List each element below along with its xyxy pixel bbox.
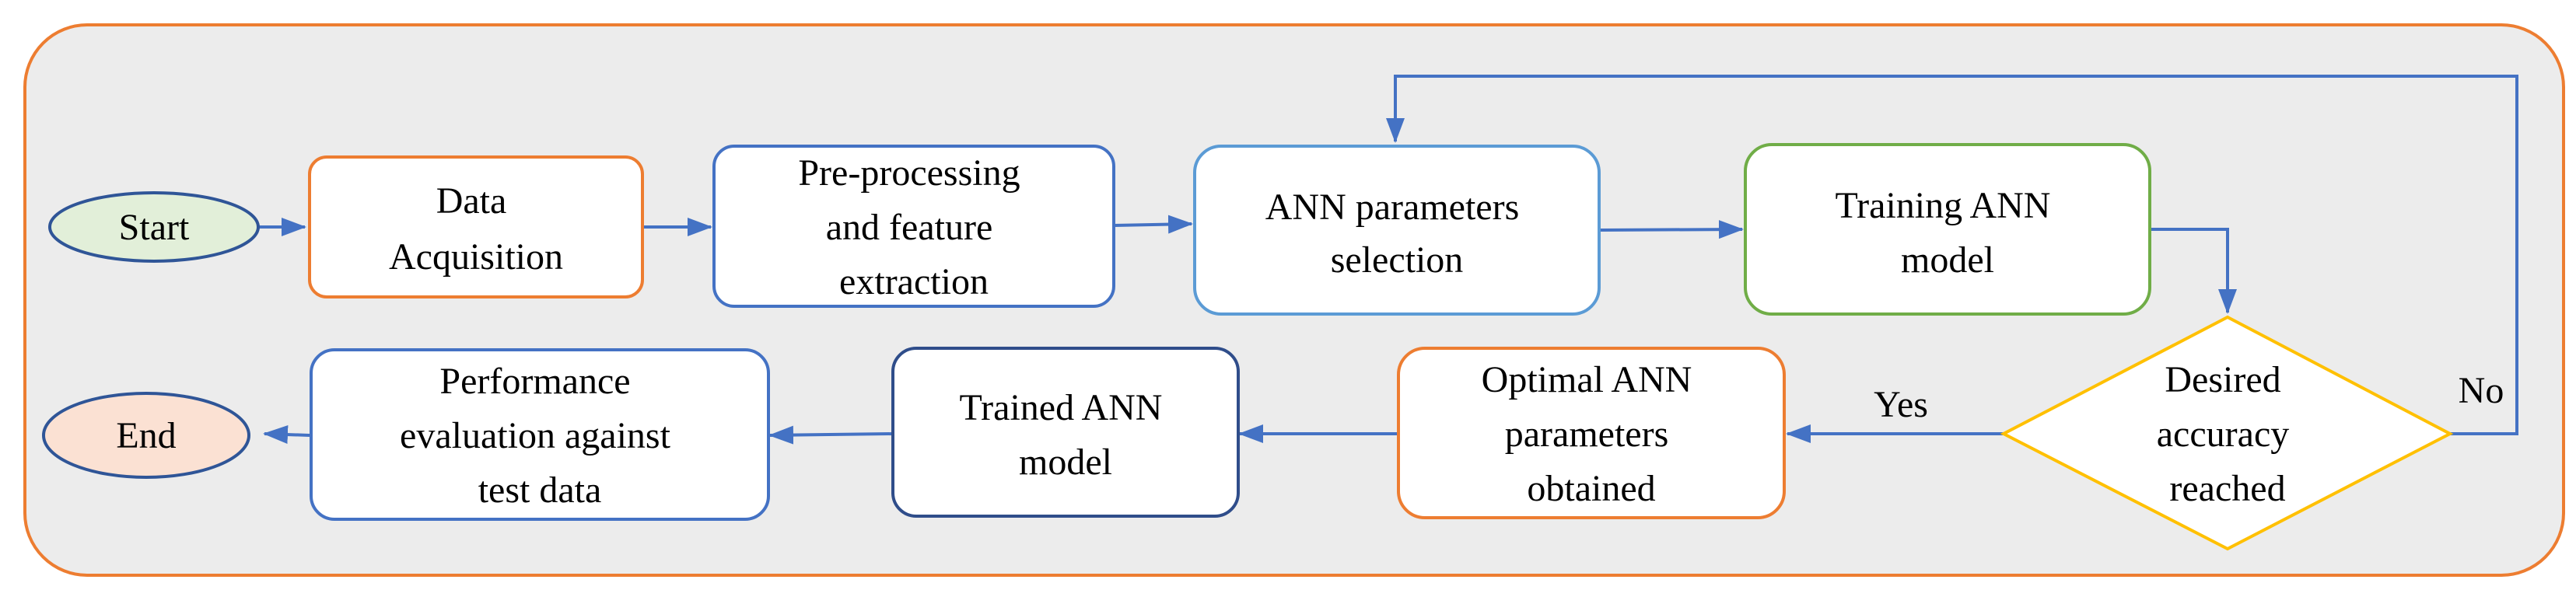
ann-params-box bbox=[1193, 145, 1601, 316]
node-optimal: Optimal ANN parameters obtained bbox=[1397, 347, 1786, 519]
svg-text:Desired accuracy r: Desired accuracy reached bbox=[2157, 359, 2299, 509]
decision-diamond bbox=[2000, 315, 2454, 551]
trained-label-line-1: Trained ANN bbox=[960, 387, 1163, 428]
node-preprocessing: Pre-processing and feature extraction bbox=[712, 145, 1115, 308]
performance-label-line-3: test data bbox=[478, 470, 602, 511]
node-start: Start bbox=[48, 191, 260, 263]
svg-text:ANN parameters selection: ANN parameters selection bbox=[1265, 187, 1529, 281]
svg-text:End: End bbox=[116, 415, 176, 456]
node-end: End bbox=[42, 392, 250, 479]
trained-box bbox=[891, 347, 1240, 518]
edge-label-yes: Yes bbox=[1874, 384, 1928, 425]
data-acquisition-box bbox=[308, 155, 644, 298]
optimal-label-line-1: Optimal ANN bbox=[1482, 359, 1692, 400]
connectors bbox=[258, 75, 2518, 445]
svg-text:Start: Start bbox=[119, 207, 190, 248]
node-training: Training ANN model bbox=[1744, 143, 2151, 316]
training-label-line-1: Training ANN bbox=[1836, 185, 2051, 226]
start-label: Start bbox=[119, 207, 190, 248]
decision-label-line-3: reached bbox=[2169, 468, 2285, 509]
svg-text:Training ANN model: Training ANN model bbox=[1836, 185, 2060, 281]
training-box bbox=[1744, 143, 2151, 316]
performance-label-line-1: Performance bbox=[439, 361, 630, 402]
ann-params-label-line-2: selection bbox=[1331, 239, 1464, 281]
svg-text:Performance evaluation a: Performance evaluation against test data bbox=[400, 361, 680, 511]
node-ann-params: ANN parameters selection bbox=[1193, 145, 1601, 316]
arrow-trained-to-performance bbox=[768, 425, 894, 445]
end-label: End bbox=[116, 415, 176, 456]
optimal-label-line-2: parameters bbox=[1505, 414, 1669, 455]
performance-label-line-2: evaluation against bbox=[400, 415, 671, 456]
svg-text:Optimal ANN parameters: Optimal ANN parameters obtained bbox=[1482, 359, 1702, 509]
svg-text:Data Acquisition: Data Acquisition bbox=[389, 180, 563, 278]
svg-text:Pre-processing and featu: Pre-processing and feature extraction bbox=[798, 152, 1029, 302]
optimal-box bbox=[1397, 347, 1786, 519]
node-trained: Trained ANN model bbox=[891, 347, 1240, 518]
decision-label-line-2: accuracy bbox=[2157, 414, 2290, 455]
preprocessing-label-line-3: extraction bbox=[839, 261, 989, 302]
arrow-preprocessing-to-ann-params bbox=[1113, 215, 1193, 234]
edge-label-no: No bbox=[2459, 370, 2504, 411]
end-oval bbox=[42, 392, 250, 479]
preprocessing-label-line-2: and feature bbox=[826, 207, 993, 248]
decision-label-line-1: Desired bbox=[2165, 359, 2280, 400]
node-performance: Performance evaluation against test data bbox=[310, 348, 770, 521]
ann-params-label-line-1: ANN parameters bbox=[1265, 187, 1520, 228]
arrow-performance-to-end bbox=[263, 425, 310, 445]
preprocessing-box bbox=[712, 145, 1115, 308]
training-label-line-2: model bbox=[1901, 239, 1994, 281]
node-data-acquisition: Data Acquisition bbox=[308, 155, 644, 298]
data-acquisition-label-line-2: Acquisition bbox=[389, 236, 563, 278]
optimal-label-line-3: obtained bbox=[1527, 468, 1655, 509]
start-oval bbox=[48, 191, 260, 263]
svg-text:Trained ANN model: Trained ANN model bbox=[960, 387, 1172, 483]
arrow-training-to-decision bbox=[2150, 228, 2237, 314]
trained-label-line-2: model bbox=[1019, 442, 1112, 483]
node-decision: Desired accuracy reached bbox=[2000, 315, 2454, 551]
performance-box bbox=[310, 348, 770, 521]
preprocessing-label-line-1: Pre-processing bbox=[798, 152, 1020, 194]
arrow-ann-params-to-training bbox=[1598, 220, 1744, 239]
data-acquisition-label-line-1: Data bbox=[436, 180, 507, 222]
arrow-decision-no-loop bbox=[1386, 75, 2518, 435]
